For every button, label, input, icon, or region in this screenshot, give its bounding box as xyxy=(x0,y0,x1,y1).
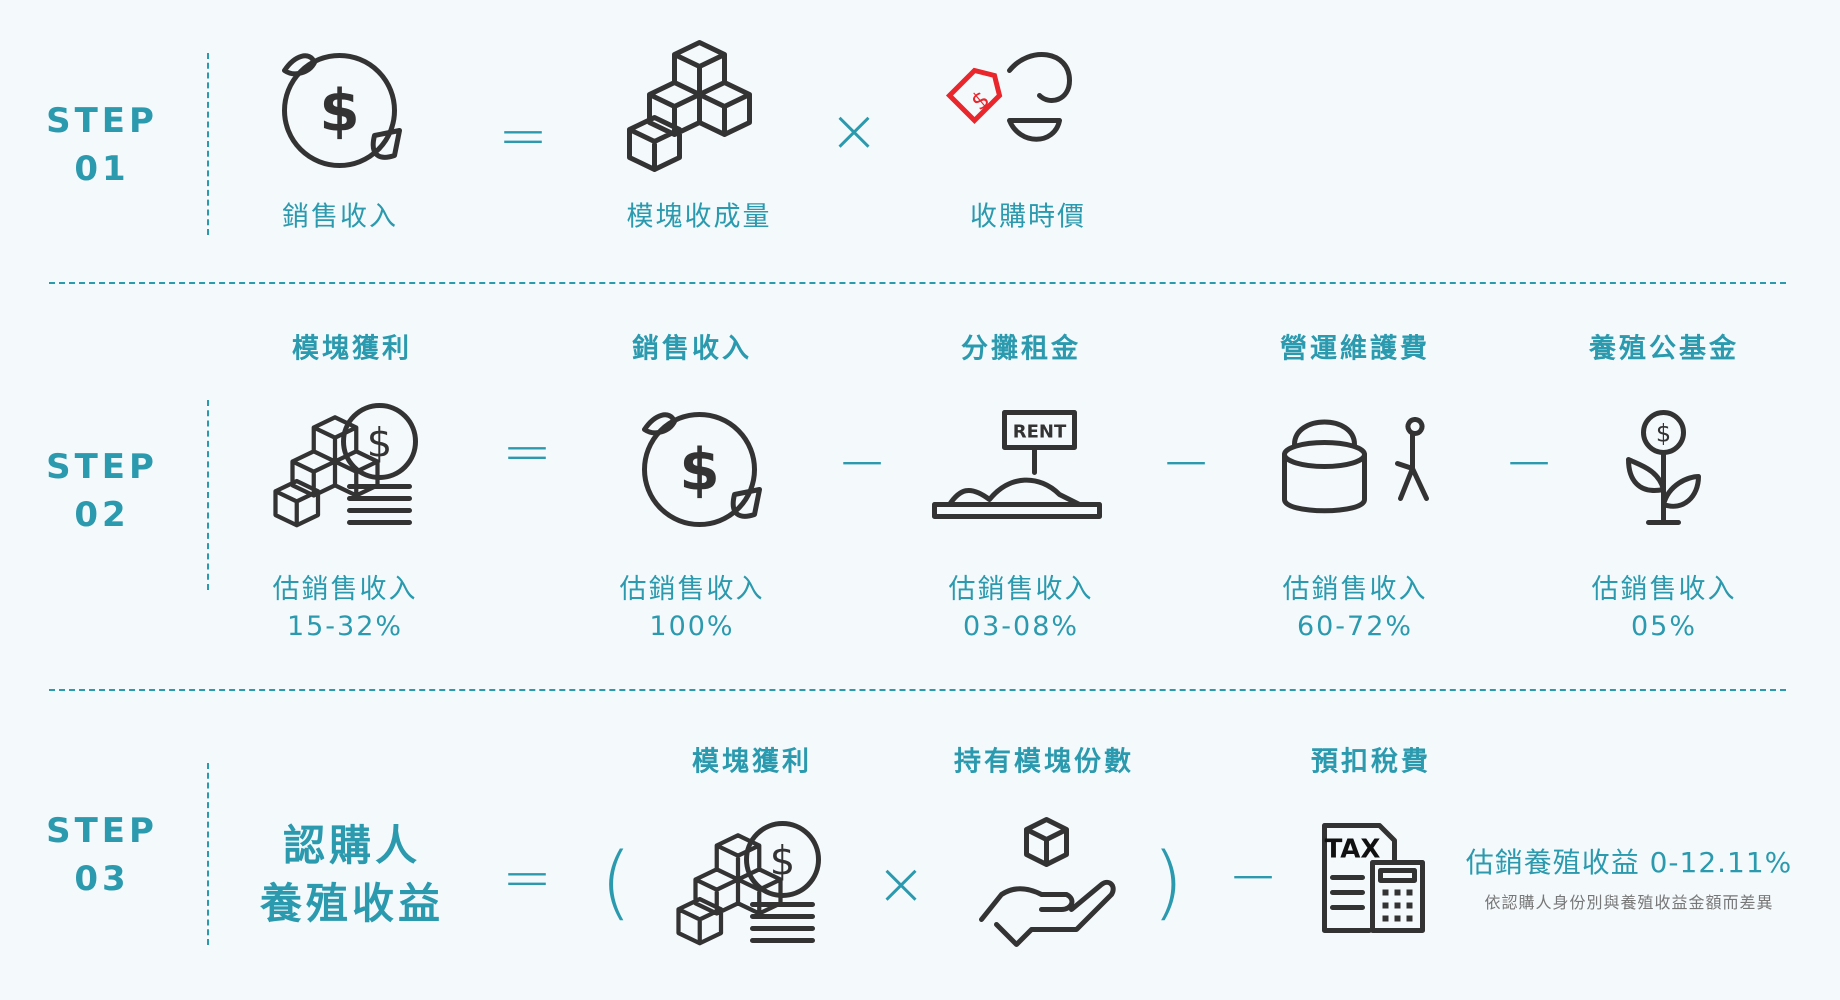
equals-operator: = xyxy=(497,101,549,171)
hand-cube-icon xyxy=(979,817,1116,947)
label-harvest: 模塊收成量 xyxy=(626,201,772,233)
money-plant-icon: $ xyxy=(1626,410,1701,525)
section-divider xyxy=(49,282,1786,284)
minus-operator: − xyxy=(1227,841,1279,911)
label-purchase-price: 收購時價 xyxy=(970,201,1086,233)
rent-sign-icon: RENT xyxy=(932,410,1102,519)
title-module-profit: 模塊獲利 xyxy=(292,333,412,365)
cubes-coin-icon xyxy=(748,885,749,886)
svg-text:$: $ xyxy=(1656,420,1671,448)
cubes-icon xyxy=(690,115,691,116)
title-module-profit: 模塊獲利 xyxy=(692,746,812,778)
svg-text:TAX: TAX xyxy=(1325,835,1381,865)
profit-note: 依認購人身份別與養殖收益金額而差異 xyxy=(1484,893,1774,912)
minus-operator: − xyxy=(1160,427,1212,497)
estimated-profit-range: 估銷養殖收益 0-12.11% xyxy=(1465,846,1793,879)
title-tax: 預扣稅費 xyxy=(1311,746,1431,778)
subscriber-profit-title: 認購人養殖收益 xyxy=(259,821,445,928)
title-operation-fee: 營運維護費 xyxy=(1280,333,1430,365)
divider xyxy=(207,53,209,235)
tank-worker-icon xyxy=(1282,417,1429,514)
tax-calculator-icon: TAX xyxy=(1322,823,1425,933)
shrimp-coin-icon xyxy=(340,111,341,112)
equals-operator: = xyxy=(501,417,553,487)
svg-text:$: $ xyxy=(966,85,996,116)
divider xyxy=(207,763,209,945)
title-rent: 分攤租金 xyxy=(961,333,1081,365)
equals-operator: = xyxy=(501,843,553,913)
svg-text:RENT: RENT xyxy=(1013,422,1067,443)
multiply-operator: × xyxy=(875,849,927,919)
title-fund: 養殖公基金 xyxy=(1589,333,1739,365)
title-sales-income: 銷售收入 xyxy=(632,333,752,365)
shrimp-coin-icon xyxy=(700,470,701,471)
close-paren: ) xyxy=(1152,835,1184,929)
section-divider xyxy=(49,689,1786,691)
minus-operator: − xyxy=(836,427,888,497)
title-shares-held: 持有模塊份數 xyxy=(954,746,1134,778)
minus-operator: − xyxy=(1503,427,1555,497)
cubes-coin-icon xyxy=(345,467,346,468)
divider xyxy=(207,400,209,590)
price-tag-shrimp-icon: $ xyxy=(945,52,1072,142)
open-paren: ( xyxy=(600,835,632,929)
label-sales-income: 銷售收入 xyxy=(282,201,398,233)
multiply-operator: × xyxy=(828,96,880,166)
